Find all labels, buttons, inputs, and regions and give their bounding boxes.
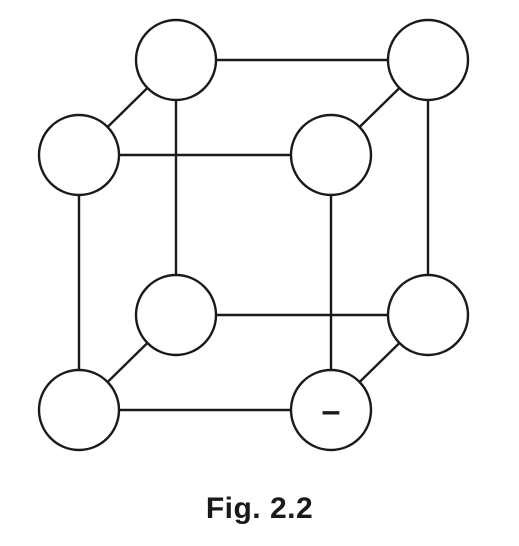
node-back-bottom-left	[134, 273, 218, 357]
node-back-top-left	[134, 18, 218, 102]
node-back-top-right	[386, 18, 470, 102]
node-back-bottom-right	[386, 273, 470, 357]
cube-lattice-diagram: –	[37, 18, 470, 452]
node-front-bottom-left	[37, 368, 121, 452]
node-front-top-left	[37, 113, 121, 197]
node-front-bottom-right-label: –	[322, 392, 341, 430]
figure-caption: Fig. 2.2	[205, 492, 314, 525]
node-front-top-right	[289, 113, 373, 197]
node-front-bottom-right: –	[289, 368, 373, 452]
